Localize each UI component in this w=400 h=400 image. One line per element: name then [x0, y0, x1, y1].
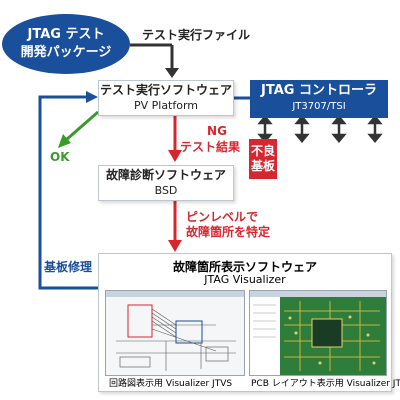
jtag-controller-box: JTAG コントローラ JT3707/TSI [250, 80, 388, 118]
pin-line1: ピンレベルで [186, 210, 259, 224]
pcb-drawing [250, 291, 386, 375]
arrow-test-to-bsd [168, 114, 182, 162]
ng-line1: NG [207, 124, 227, 138]
visualizer-sub: JTAG Visualizer [204, 273, 286, 286]
visualizer-box: 故障箇所表示ソフトウェア JTAG Visualizer [98, 253, 400, 392]
ng-label: NG テスト結果 [180, 124, 240, 155]
visualizer-title: 故障箇所表示ソフトウェア [172, 260, 317, 274]
arrow-ok [58, 110, 99, 148]
test-software-title: テスト実行ソフトウェア [99, 83, 232, 97]
defect-board-badge: 不良 基板 [249, 139, 277, 179]
test-file-label: テスト実行ファイル [142, 28, 251, 42]
test-software-sub: PV Platform [133, 99, 199, 112]
ok-label: OK [50, 150, 70, 164]
bsd-sub: BSD [154, 184, 178, 197]
controller-io-arrows [257, 115, 383, 143]
test-software-box: テスト実行ソフトウェア PV Platform [98, 80, 234, 116]
package-line1: JTAG テスト [27, 27, 105, 42]
defect-line1: 不良 [250, 144, 275, 158]
arrow-package-to-test [130, 43, 179, 78]
controller-title: JTAG コントローラ [261, 83, 377, 98]
pin-level-label: ピンレベルで 故障箇所を特定 [186, 210, 270, 240]
jtag-package-ellipse: JTAG テスト 開発パッケージ [2, 14, 130, 74]
schematic-screenshot [105, 290, 245, 376]
pcb-layout-screenshot [249, 290, 387, 376]
ng-line2: テスト結果 [180, 140, 241, 154]
arrow-bsd-to-visualizer [168, 199, 182, 252]
controller-sub: JT3707/TSI [292, 101, 346, 112]
pin-line2: 故障箇所を特定 [186, 225, 271, 239]
bsd-box: 故障診断ソフトウェア BSD [98, 165, 234, 201]
package-line2: 開発パッケージ [20, 45, 112, 60]
defect-line2: 基板 [250, 159, 275, 173]
caption-pcb: PCB レイアウト表示用 Visualizer JTVB [251, 379, 400, 389]
arrow-repair-loop [38, 91, 98, 290]
caption-schematic: 回路図表示用 Visualizer JTVS [109, 379, 233, 389]
schematic-drawing [106, 291, 244, 371]
bsd-title: 故障診断ソフトウェア [105, 168, 226, 182]
repair-label: 基板修理 [44, 260, 93, 274]
